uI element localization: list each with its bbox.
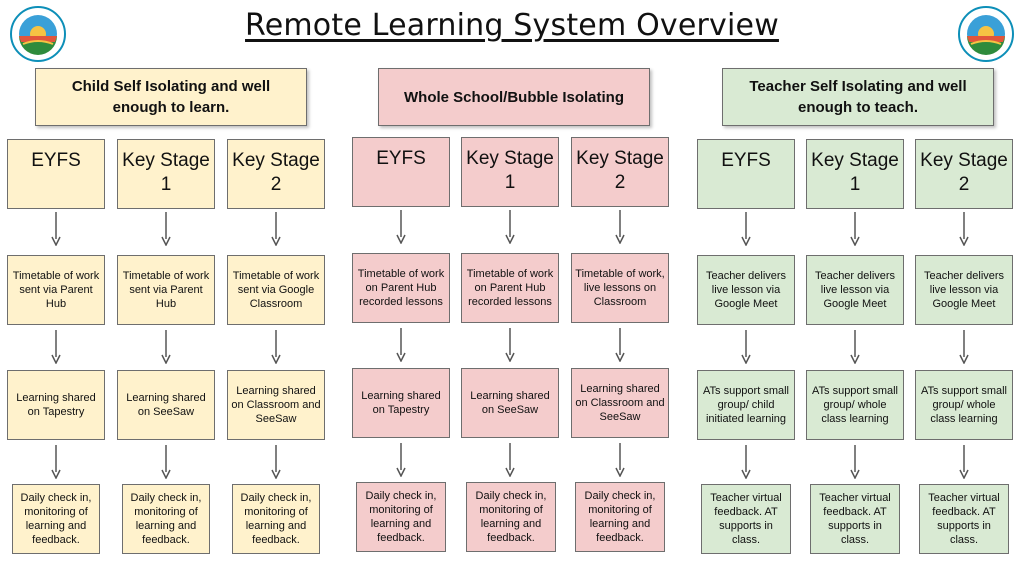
check-in-box: Teacher virtual feedback. AT supports in… bbox=[919, 484, 1009, 554]
timetable-box: Teacher delivers live lesson via Google … bbox=[806, 255, 904, 325]
page-title: Remote Learning System Overview bbox=[245, 8, 779, 43]
school-logo-left-icon bbox=[10, 6, 66, 62]
down-arrow-icon bbox=[959, 212, 969, 246]
check-in-box: Teacher virtual feedback. AT supports in… bbox=[701, 484, 791, 554]
down-arrow-icon bbox=[959, 445, 969, 479]
down-arrow-icon bbox=[271, 445, 281, 479]
down-arrow-icon bbox=[51, 212, 61, 246]
column-header-whole-school: Whole School/Bubble Isolating bbox=[378, 68, 650, 126]
learning-box: Learning shared on Classroom and SeeSaw bbox=[571, 368, 669, 438]
down-arrow-icon bbox=[850, 445, 860, 479]
down-arrow-icon bbox=[615, 443, 625, 477]
stage-box: Key Stage 1 bbox=[461, 137, 559, 207]
school-logo-right bbox=[958, 6, 1014, 62]
learning-box: ATs support small group/ whole class lea… bbox=[915, 370, 1013, 440]
stage-box: EYFS bbox=[7, 139, 105, 209]
stage-box: Key Stage 2 bbox=[227, 139, 325, 209]
stage-box: Key Stage 2 bbox=[915, 139, 1013, 209]
down-arrow-icon bbox=[51, 330, 61, 364]
down-arrow-icon bbox=[271, 212, 281, 246]
timetable-box: Timetable of work sent via Parent Hub bbox=[7, 255, 105, 325]
stage-box: Key Stage 1 bbox=[806, 139, 904, 209]
down-arrow-icon bbox=[615, 210, 625, 244]
timetable-box: Timetable of work sent via Google Classr… bbox=[227, 255, 325, 325]
down-arrow-icon bbox=[850, 212, 860, 246]
stage-box: EYFS bbox=[697, 139, 795, 209]
down-arrow-icon bbox=[959, 330, 969, 364]
stage-box: EYFS bbox=[352, 137, 450, 207]
down-arrow-icon bbox=[396, 328, 406, 362]
check-in-box: Daily check in, monitoring of learning a… bbox=[466, 482, 556, 552]
stage-box: Key Stage 2 bbox=[571, 137, 669, 207]
check-in-box: Daily check in, monitoring of learning a… bbox=[122, 484, 210, 554]
down-arrow-icon bbox=[271, 330, 281, 364]
down-arrow-icon bbox=[505, 443, 515, 477]
down-arrow-icon bbox=[396, 443, 406, 477]
timetable-box: Timetable of work sent via Parent Hub bbox=[117, 255, 215, 325]
learning-box: Learning shared on SeeSaw bbox=[461, 368, 559, 438]
column-header-child-isolating: Child Self Isolating and well enough to … bbox=[35, 68, 307, 126]
down-arrow-icon bbox=[615, 328, 625, 362]
down-arrow-icon bbox=[850, 330, 860, 364]
timetable-box: Timetable of work on Parent Hub recorded… bbox=[461, 253, 559, 323]
down-arrow-icon bbox=[741, 212, 751, 246]
check-in-box: Daily check in, monitoring of learning a… bbox=[356, 482, 446, 552]
timetable-box: Teacher delivers live lesson via Google … bbox=[697, 255, 795, 325]
down-arrow-icon bbox=[741, 445, 751, 479]
check-in-box: Daily check in, monitoring of learning a… bbox=[575, 482, 665, 552]
down-arrow-icon bbox=[396, 210, 406, 244]
learning-box: ATs support small group/ child initiated… bbox=[697, 370, 795, 440]
learning-box: Learning shared on SeeSaw bbox=[117, 370, 215, 440]
learning-box: Learning shared on Tapestry bbox=[352, 368, 450, 438]
learning-box: Learning shared on Classroom and SeeSaw bbox=[227, 370, 325, 440]
down-arrow-icon bbox=[161, 212, 171, 246]
down-arrow-icon bbox=[161, 330, 171, 364]
check-in-box: Teacher virtual feedback. AT supports in… bbox=[810, 484, 900, 554]
down-arrow-icon bbox=[505, 210, 515, 244]
check-in-box: Daily check in, monitoring of learning a… bbox=[232, 484, 320, 554]
down-arrow-icon bbox=[505, 328, 515, 362]
down-arrow-icon bbox=[161, 445, 171, 479]
learning-box: ATs support small group/ whole class lea… bbox=[806, 370, 904, 440]
school-logo-right-icon bbox=[958, 6, 1014, 62]
timetable-box: Teacher delivers live lesson via Google … bbox=[915, 255, 1013, 325]
column-header-teacher-isolating: Teacher Self Isolating and well enough t… bbox=[722, 68, 994, 126]
timetable-box: Timetable of work on Parent Hub recorded… bbox=[352, 253, 450, 323]
check-in-box: Daily check in, monitoring of learning a… bbox=[12, 484, 100, 554]
school-logo-left bbox=[10, 6, 66, 62]
down-arrow-icon bbox=[51, 445, 61, 479]
stage-box: Key Stage 1 bbox=[117, 139, 215, 209]
learning-box: Learning shared on Tapestry bbox=[7, 370, 105, 440]
timetable-box: Timetable of work, live lessons on Class… bbox=[571, 253, 669, 323]
down-arrow-icon bbox=[741, 330, 751, 364]
